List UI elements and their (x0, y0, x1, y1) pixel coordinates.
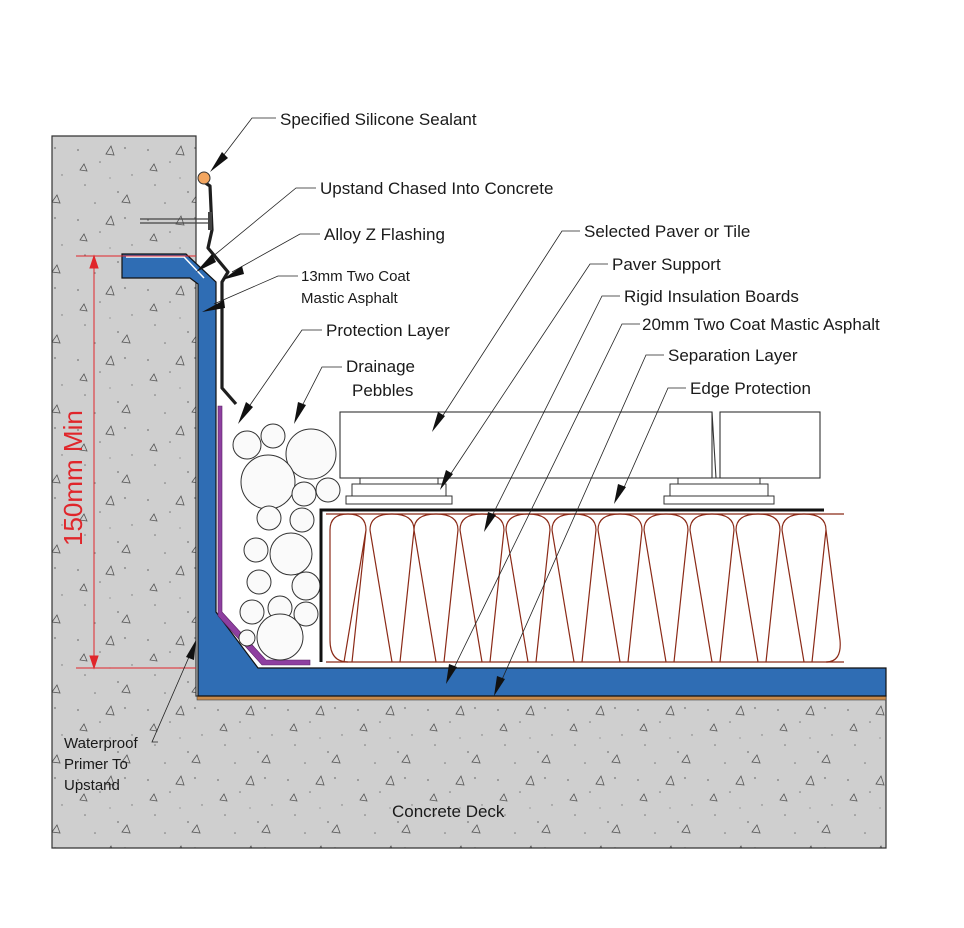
mastic-asphalt (121, 253, 887, 697)
label-mastic-13-line2: Mastic Asphalt (301, 290, 399, 307)
label-drainage-line2: Pebbles (352, 381, 413, 400)
dimension-150mm (76, 254, 196, 670)
label-drainage-line1: Drainage (346, 357, 415, 376)
label-paver-support: Paver Support (612, 255, 721, 274)
alloy-z-flashing (200, 178, 238, 406)
dimension-label: 150mm Min (58, 410, 88, 546)
label-mastic-13-line1: 13mm Two Coat (301, 268, 411, 285)
paver-tile (339, 411, 821, 479)
label-concrete-deck: Concrete Deck (392, 802, 505, 821)
label-edge-protection: Edge Protection (690, 379, 811, 398)
drainage-pebbles (232, 423, 341, 661)
label-primer-line1: Waterproof (64, 735, 138, 752)
label-alloy-z-flashing: Alloy Z Flashing (324, 225, 445, 244)
leader-lines (151, 117, 686, 743)
label-silicone-sealant: Specified Silicone Sealant (280, 110, 477, 129)
label-protection-layer: Protection Layer (326, 321, 450, 340)
label-mastic-20: 20mm Two Coat Mastic Asphalt (642, 315, 880, 334)
label-primer-line2: Primer To (64, 756, 128, 773)
label-rigid-insulation: Rigid Insulation Boards (624, 287, 799, 306)
label-separation-layer: Separation Layer (668, 346, 798, 365)
protection-layer-strip (217, 405, 311, 666)
label-upstand-chased: Upstand Chased Into Concrete (320, 179, 553, 198)
silicone-sealant (197, 171, 211, 185)
label-selected-paver: Selected Paver or Tile (584, 222, 750, 241)
label-primer-line3: Upstand (64, 777, 120, 794)
paver-support (345, 477, 775, 505)
edge-protection (319, 508, 824, 662)
rigid-insulation (326, 513, 844, 663)
